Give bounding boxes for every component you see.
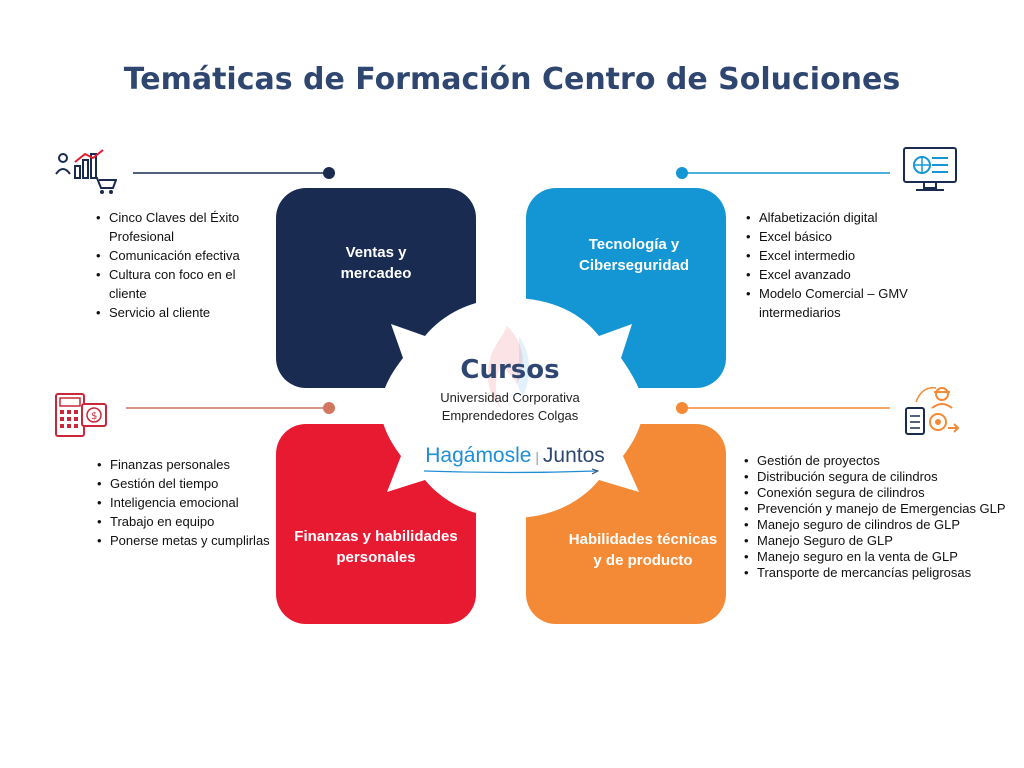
list-habilidades: Gestión de proyectosDistribución segura … xyxy=(744,453,1009,581)
list-item-ventas: Cultura con foco en el cliente xyxy=(96,265,266,303)
list-item-habilidades: Manejo Seguro de GLP xyxy=(744,533,1009,549)
center-block: Cursos Universidad Corporativa Emprended… xyxy=(390,355,630,425)
list-item-tecnologia: Modelo Comercial – GMV intermediarios xyxy=(746,284,936,322)
list-item-habilidades: Distribución segura de cilindros xyxy=(744,469,1009,485)
label-finanzas-line2: personales xyxy=(336,549,416,566)
label-habilidades-line2: y de producto xyxy=(593,552,693,569)
label-ventas: Ventas y mercadeo xyxy=(296,242,456,284)
brand-logo: Hagámosle | Juntos xyxy=(420,444,610,475)
list-item-tecnologia: Excel básico xyxy=(746,227,936,246)
label-ventas-line2: mercadeo xyxy=(340,265,412,282)
brand-part-2: Juntos xyxy=(542,444,605,467)
list-item-tecnologia: Excel avanzado xyxy=(746,265,936,284)
page-title: Temáticas de Formación Centro de Solucio… xyxy=(123,62,901,97)
calculator-money-icon: $ xyxy=(55,393,107,437)
svg-text:$: $ xyxy=(91,411,97,422)
list-item-finanzas: Finanzas personales xyxy=(97,455,272,474)
list-item-habilidades: Prevención y manejo de Emergencias GLP xyxy=(744,501,1009,517)
list-item-finanzas: Trabajo en equipo xyxy=(97,512,272,531)
brand-underline-icon xyxy=(423,468,600,475)
center-heading: Cursos xyxy=(460,355,560,385)
list-item-ventas: Cinco Claves del Éxito Profesional xyxy=(96,208,266,246)
list-ventas: Cinco Claves del Éxito ProfesionalComuni… xyxy=(96,208,266,322)
list-item-habilidades: Transporte de mercancías peligrosas xyxy=(744,565,1009,581)
label-ventas-line1: Ventas y xyxy=(345,244,407,261)
label-tecnologia-line2: Ciberseguridad xyxy=(578,257,690,274)
list-item-finanzas: Gestión del tiempo xyxy=(97,474,272,493)
list-finanzas: Finanzas personalesGestión del tiempoInt… xyxy=(97,455,272,550)
label-tecnologia: Tecnología y Ciberseguridad xyxy=(546,234,722,276)
center-line-1: Universidad Corporativa xyxy=(440,390,580,405)
worker-process-icon xyxy=(905,387,960,435)
list-item-ventas: Servicio al cliente xyxy=(96,303,266,322)
list-item-finanzas: Inteligencia emocional xyxy=(97,493,272,512)
list-item-tecnologia: Alfabetización digital xyxy=(746,208,936,227)
list-item-tecnologia: Excel intermedio xyxy=(746,246,936,265)
list-item-habilidades: Conexión segura de cilindros xyxy=(744,485,1009,501)
brand-part-1: Hagámosle xyxy=(425,444,532,467)
computer-network-icon xyxy=(903,147,957,191)
list-item-habilidades: Gestión de proyectos xyxy=(744,453,1009,469)
label-habilidades: Habilidades técnicas y de producto xyxy=(548,529,738,571)
list-item-finanzas: Ponerse metas y cumplirlas xyxy=(97,531,272,550)
list-tecnologia: Alfabetización digitalExcel básicoExcel … xyxy=(746,208,936,322)
list-item-ventas: Comunicación efectiva xyxy=(96,246,266,265)
list-item-habilidades: Manejo seguro en la venta de GLP xyxy=(744,549,1009,565)
list-item-habilidades: Manejo seguro de cilindros de GLP xyxy=(744,517,1009,533)
center-line-2: Emprendedores Colgas xyxy=(441,408,579,423)
label-habilidades-line1: Habilidades técnicas xyxy=(568,531,718,548)
sales-chart-cart-icon xyxy=(55,149,117,194)
label-tecnologia-line1: Tecnología y xyxy=(588,236,680,253)
label-finanzas: Finanzas y habilidades personales xyxy=(278,526,474,568)
label-finanzas-line1: Finanzas y habilidades xyxy=(294,528,458,545)
center-starburst xyxy=(381,298,643,518)
